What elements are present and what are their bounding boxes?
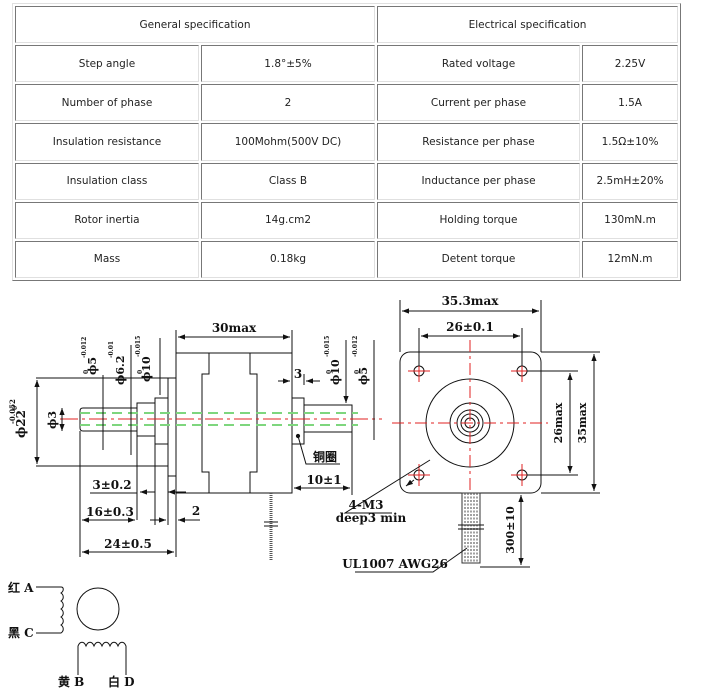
- label-rear-phi5-tol: -0.012: [352, 336, 359, 357]
- electrical-label: Rated voltage: [377, 45, 580, 83]
- table-row: Mass 0.18kg Detent torque 12mN.m: [15, 240, 679, 278]
- front-shaft: [79, 407, 138, 432]
- cable-strands: [464, 493, 478, 563]
- electrical-value: 2.25V: [582, 45, 679, 83]
- specification-table: General specification Electrical specifi…: [12, 3, 682, 281]
- stator-profile-right: [249, 353, 258, 493]
- label-phi3: ϕ3: [46, 411, 59, 429]
- rotor-symbol: [76, 587, 120, 631]
- electrical-value: 1.5Ω±10%: [582, 123, 679, 161]
- label-10: 10±1: [306, 473, 341, 487]
- label-rear-phi10-tol: -0.015: [324, 336, 331, 357]
- electrical-value: 130mN.m: [582, 201, 679, 239]
- label-cable: UL1007 AWG26: [342, 557, 448, 571]
- label-phi6-2-tol: -0.01: [108, 341, 115, 358]
- tol-zero: 0: [137, 370, 144, 374]
- tol-zero: 0: [326, 370, 333, 374]
- general-value: 1.8°±5%: [201, 45, 375, 83]
- table-row: Rotor inertia 14g.cm2 Holding torque 130…: [15, 201, 679, 239]
- table-row: Step angle 1.8°±5% Rated voltage 2.25V: [15, 45, 679, 83]
- electrical-label: Resistance per phase: [377, 123, 580, 161]
- label-16: 16±0.3: [86, 505, 134, 519]
- electrical-value: 2.5mH±20%: [582, 162, 679, 200]
- label-26: 26±0.1: [446, 320, 494, 334]
- general-value: 0.18kg: [201, 240, 375, 278]
- label-24: 24±0.5: [104, 537, 152, 551]
- label-phi6-2: ϕ6.2: [114, 356, 127, 386]
- table-row: Insulation resistance 100Mohm(500V DC) R…: [15, 123, 679, 161]
- table-row: Insulation class Class B Inductance per …: [15, 162, 679, 200]
- label-rear-phi10: ϕ10: [329, 359, 342, 385]
- electrical-value: 12mN.m: [582, 240, 679, 278]
- label-4-m3: 4-M3: [349, 498, 384, 512]
- stator-profile-left: [201, 353, 210, 493]
- general-label: Insulation class: [15, 162, 199, 200]
- label-3-rear: 3: [294, 367, 302, 381]
- table-row: Number of phase 2 Current per phase 1.5A: [15, 84, 679, 122]
- wire-label-d: 白 D: [108, 674, 135, 689]
- electrical-spec-header: Electrical specification: [377, 6, 679, 44]
- label-copper-ring: 铜圈: [313, 449, 337, 464]
- label-30max: 30max: [212, 321, 257, 335]
- general-label: Insulation resistance: [15, 123, 199, 161]
- label-phi10-tol: -0.015: [135, 336, 142, 357]
- coil-ac: [36, 586, 64, 634]
- general-value: 100Mohm(500V DC): [201, 123, 375, 161]
- label-rear-phi5: ϕ5: [357, 367, 370, 385]
- label-phi22-tol: -0.052: [8, 399, 17, 424]
- coil-bd: [77, 641, 127, 675]
- electrical-label: Detent torque: [377, 240, 580, 278]
- label-phi5-tol: -0.012: [81, 337, 88, 358]
- label-26max: 26max: [552, 402, 565, 443]
- general-label: Mass: [15, 240, 199, 278]
- tol-zero: 0: [354, 370, 361, 374]
- label-3-front: 3±0.2: [92, 478, 131, 492]
- general-label: Rotor inertia: [15, 201, 199, 239]
- tol-zero: 0: [12, 406, 19, 410]
- label-35-3max: 35.3max: [442, 294, 500, 308]
- motor-body: [175, 352, 293, 494]
- wire-label-a: 红 A: [8, 580, 34, 595]
- electrical-label: Current per phase: [377, 84, 580, 122]
- general-label: Number of phase: [15, 84, 199, 122]
- screw-leader-arrow: [405, 479, 415, 487]
- motor-dimension-drawing: 30max ϕ22 -0.052 ϕ3 ϕ5 -0.012 ϕ6.2 -0.01…: [8, 294, 600, 689]
- electrical-label: Holding torque: [377, 201, 580, 239]
- label-phi10: ϕ10: [140, 356, 153, 382]
- table-header-row: General specification Electrical specifi…: [15, 6, 679, 44]
- tol-zero: 0: [83, 370, 90, 374]
- label-phi22: ϕ22: [14, 410, 28, 438]
- label-deep3: deep3 min: [336, 511, 407, 525]
- general-label: Step angle: [15, 45, 199, 83]
- side-view: 30max ϕ22 -0.052 ϕ3 ϕ5 -0.012 ϕ6.2 -0.01…: [8, 321, 382, 560]
- label-2: 2: [192, 504, 200, 518]
- general-value: 2: [201, 84, 375, 122]
- cable-leader: [355, 547, 468, 573]
- screw-leader: [343, 459, 431, 514]
- electrical-value: 1.5A: [582, 84, 679, 122]
- wire-label-b: 黄 B: [58, 674, 84, 689]
- wiring-diagram: 红 A 黑 C 黄 B 白 D: [8, 580, 135, 689]
- label-300: 300±10: [504, 506, 517, 554]
- copper-ring-leader: [297, 435, 340, 465]
- front-flange-plate: [167, 377, 177, 477]
- front-view: 35.3max 26±0.1 26max 35max 4-M3 deep3 mi…: [336, 294, 600, 573]
- label-phi5: ϕ5: [86, 357, 99, 375]
- general-value: 14g.cm2: [201, 201, 375, 239]
- front-boss: [154, 397, 169, 445]
- general-spec-header: General specification: [15, 6, 375, 44]
- wire-label-c: 黑 C: [8, 626, 34, 640]
- label-35max: 35max: [576, 402, 589, 443]
- electrical-label: Inductance per phase: [377, 162, 580, 200]
- general-value: Class B: [201, 162, 375, 200]
